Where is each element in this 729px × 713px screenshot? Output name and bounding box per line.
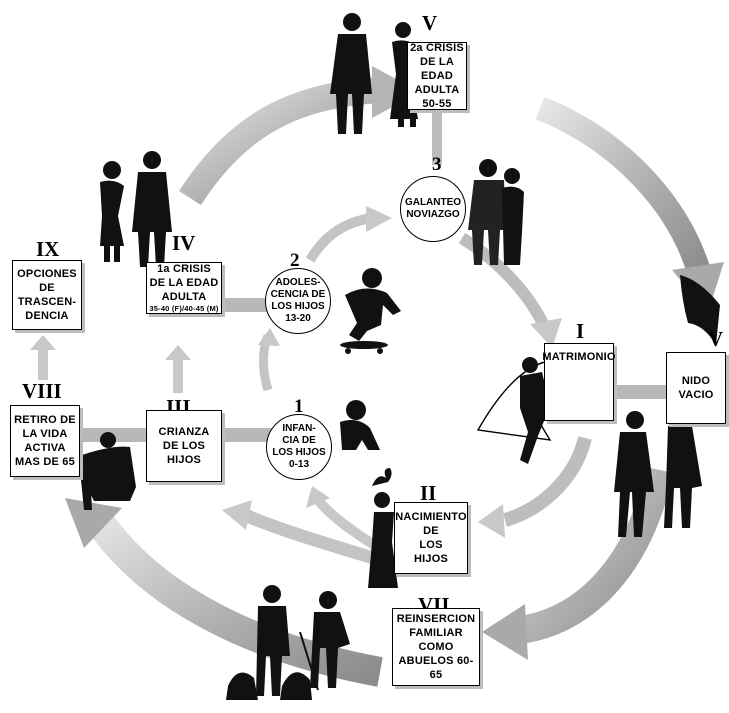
up-arrow-ix bbox=[30, 335, 56, 380]
stage-3-label: GALANTEO NOVIAZGO bbox=[404, 197, 462, 220]
number-1: 1 bbox=[294, 396, 304, 417]
number-3: 3 bbox=[432, 154, 442, 175]
number-2: 2 bbox=[290, 250, 300, 271]
stage-vi-box: NIDO VACIO bbox=[666, 352, 726, 424]
arrow-ii-left bbox=[222, 500, 382, 567]
numeral-v-top: V bbox=[422, 11, 437, 35]
stage-iii-label: CRIANZA DE LOS HIJOS bbox=[158, 425, 210, 467]
outer-arrow-top-left bbox=[179, 66, 420, 206]
up-arrow-iii bbox=[165, 345, 191, 393]
arrow-i-ii bbox=[478, 436, 592, 538]
stage-i-box: MATRIMONIO bbox=[542, 343, 616, 421]
stage-viii-box: RETIRO DE LA VIDA ACTIVA MAS DE 65 bbox=[10, 405, 80, 477]
seated-elderly-silhouette bbox=[80, 432, 136, 510]
outer-arrow-top-right bbox=[535, 96, 724, 312]
stage-1-label: INFAN- CIA DE LOS HIJOS 0-13 bbox=[272, 423, 326, 470]
numeral-v-right: V bbox=[708, 327, 723, 351]
up-arrow-c2 bbox=[258, 328, 280, 392]
numeral-i: I bbox=[576, 319, 584, 343]
couple-midlife-silhouette bbox=[100, 151, 172, 267]
stage-vi-label: NIDO VACIO bbox=[678, 374, 714, 401]
stage-v-box: 2a CRISIS DE LA EDAD ADULTA 50-55 bbox=[407, 42, 467, 110]
stage-i-label: MATRIMONIO bbox=[542, 351, 616, 363]
skateboarder-silhouette bbox=[340, 268, 401, 354]
stage-2-label: ADOLES- CENCIA DE LOS HIJOS 13-20 bbox=[270, 277, 326, 324]
stage-iii-box: CRIANZA DE LOS HIJOS bbox=[146, 410, 222, 482]
stage-iv-box: 1a CRISIS DE LA EDAD ADULTA 35-40 (F)/40… bbox=[146, 262, 222, 314]
inner-arrows bbox=[30, 110, 670, 567]
numeral-ii: II bbox=[420, 481, 436, 505]
stage-iv-age: 35-40 (F)/40-45 (M) bbox=[149, 304, 219, 314]
stage-vii-box: REINSERCION FAMILIAR COMO ABUELOS 60-65 bbox=[392, 608, 480, 686]
stage-ii-box: NACIMIENTO DE LOS HIJOS bbox=[394, 502, 468, 574]
young-couple-silhouette bbox=[468, 159, 524, 265]
child-silhouette bbox=[340, 400, 380, 450]
grandparents-silhouette bbox=[226, 585, 350, 700]
stage-2-circle: ADOLES- CENCIA DE LOS HIJOS 13-20 bbox=[265, 268, 331, 334]
stage-ix-label: OPCIONES DE TRASCEN- DENCIA bbox=[17, 267, 77, 323]
arrow-c2-c3 bbox=[305, 206, 392, 263]
stage-iv-label: 1a CRISIS DE LA EDAD ADULTA bbox=[149, 263, 219, 304]
stage-ii-label: NACIMIENTO DE LOS HIJOS bbox=[395, 510, 467, 566]
numeral-ix: IX bbox=[36, 237, 59, 261]
stage-viii-label: RETIRO DE LA VIDA ACTIVA MAS DE 65 bbox=[14, 413, 76, 469]
stage-ix-box: OPCIONES DE TRASCEN- DENCIA bbox=[12, 260, 82, 330]
stage-3-circle: GALANTEO NOVIAZGO bbox=[400, 176, 466, 242]
stage-vii-label: REINSERCION FAMILIAR COMO ABUELOS 60-65 bbox=[396, 612, 476, 682]
eagle-silhouette bbox=[680, 275, 720, 345]
numeral-iv: IV bbox=[172, 231, 195, 255]
silhouettes bbox=[80, 13, 720, 700]
stage-v-label: 2a CRISIS DE LA EDAD ADULTA 50-55 bbox=[410, 41, 464, 111]
numeral-viii: VIII bbox=[22, 379, 62, 403]
outer-arrow-bottom-right bbox=[482, 466, 674, 660]
stage-1-circle: INFAN- CIA DE LOS HIJOS 0-13 bbox=[266, 414, 332, 480]
mother-baby-silhouette bbox=[368, 468, 398, 588]
